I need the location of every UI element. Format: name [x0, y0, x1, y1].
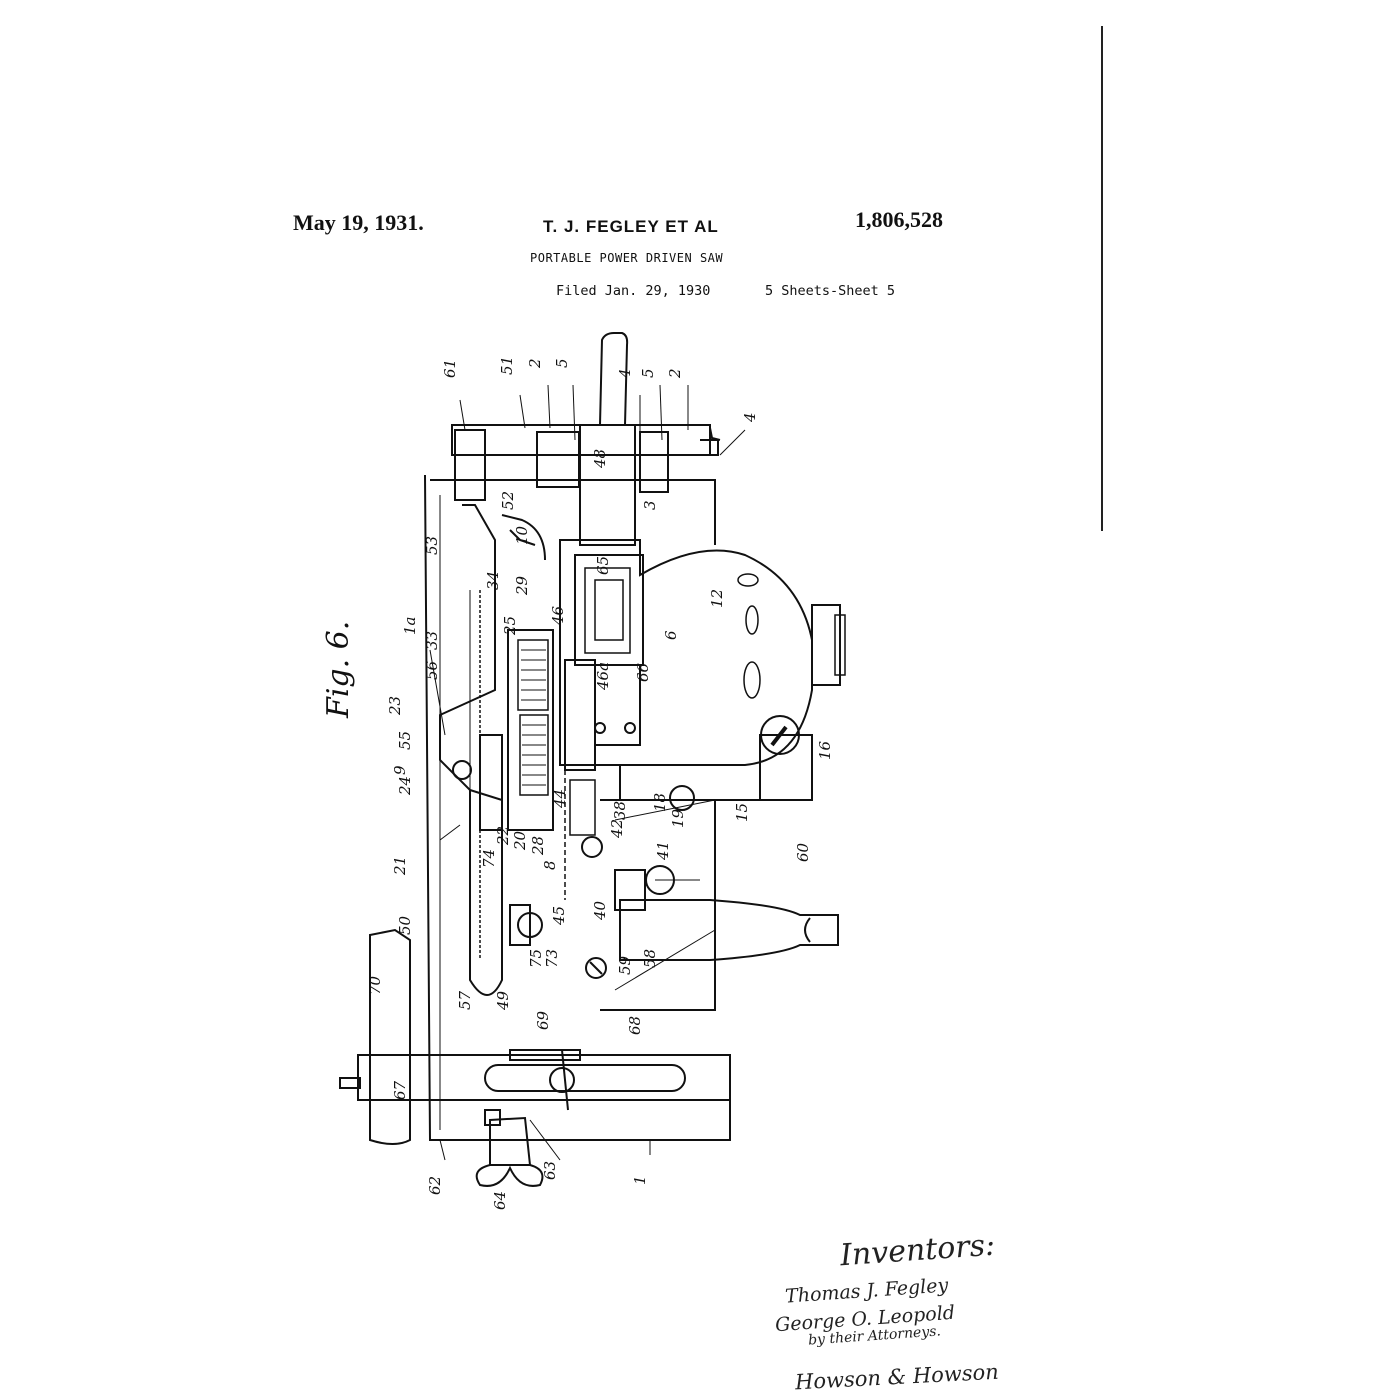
- ref-numeral: 63: [541, 1161, 559, 1180]
- ref-numeral: 16: [816, 740, 834, 760]
- figure-label: Fig. 6.: [321, 621, 356, 719]
- ref-numeral: 69: [534, 1010, 552, 1030]
- ref-numeral: 2: [666, 368, 684, 379]
- ref-numeral: 40: [591, 900, 609, 921]
- ref-numeral: 15: [733, 803, 751, 822]
- gear-box: [507, 629, 554, 831]
- ref-numeral: 8: [541, 860, 559, 870]
- ref-numeral: 38: [611, 801, 629, 820]
- blade-guard: [439, 504, 503, 996]
- ref-numeral: 64: [491, 1191, 509, 1210]
- ref-numeral: 44: [551, 789, 569, 809]
- ref-numeral: 41: [654, 841, 672, 861]
- ref-numeral: 73: [543, 949, 561, 968]
- power-cord: [599, 332, 629, 426]
- ref-numeral: 58: [641, 949, 659, 968]
- ref-numeral: 29: [513, 575, 531, 596]
- ref-numeral: 48: [591, 449, 609, 469]
- patent-date: May 19, 1931.: [293, 210, 424, 235]
- ref-numeral: 10: [513, 525, 531, 545]
- ref-numeral: 46a: [594, 662, 612, 691]
- ref-numeral: 74: [480, 849, 498, 868]
- ref-numeral: 4: [741, 412, 759, 423]
- ref-numeral: 25: [501, 616, 519, 636]
- filed-date: Filed Jan. 29, 1930: [556, 283, 711, 299]
- ref-numeral: 56: [423, 660, 441, 680]
- ref-numeral: 1a: [401, 617, 419, 636]
- ref-numeral: 6: [662, 630, 680, 640]
- front-handle: [619, 899, 839, 961]
- ref-numeral: 49: [494, 990, 512, 1011]
- ref-numeral: 62: [426, 1176, 444, 1195]
- ref-numeral: 12: [708, 589, 726, 608]
- ref-numeral: 33: [423, 631, 441, 650]
- ref-numeral: 42: [608, 819, 626, 839]
- ref-numeral: 70: [366, 975, 384, 995]
- ref-numeral: 60: [794, 842, 812, 862]
- ref-numeral: 1: [631, 1175, 649, 1185]
- ref-numeral: 9: [391, 765, 409, 775]
- ref-numeral: 5: [553, 358, 571, 368]
- patent-author: T. J. FEGLEY ET AL: [543, 217, 719, 236]
- ref-numeral: 65: [594, 556, 612, 575]
- ref-numeral: 46: [549, 605, 567, 626]
- ref-numeral: 75: [527, 949, 545, 968]
- motor-body: [559, 539, 813, 766]
- ref-numeral: 4: [616, 368, 634, 379]
- ref-numeral: 5: [639, 368, 657, 378]
- handle-block: [579, 424, 636, 546]
- rear-block: [369, 928, 411, 1145]
- knurled-knob: [759, 734, 813, 801]
- ref-numeral: 59: [616, 955, 634, 975]
- ref-numeral: 28: [529, 836, 547, 856]
- ref-numeral: 24: [396, 776, 414, 796]
- patent-title: PORTABLE POWER DRIVEN SAW: [530, 251, 724, 265]
- ref-numeral: 52: [499, 491, 517, 510]
- ref-numeral: 18: [651, 793, 669, 812]
- ref-numeral: 50: [396, 915, 414, 935]
- sheet-count: 5 Sheets-Sheet 5: [765, 283, 896, 299]
- ref-numeral: 61: [441, 359, 459, 378]
- ref-numeral: 3: [641, 500, 659, 510]
- ref-numeral: 67: [391, 1080, 409, 1100]
- ref-numeral: 19: [669, 808, 687, 828]
- ref-numeral: 2: [526, 358, 544, 369]
- guide-bar: [357, 1054, 731, 1101]
- ref-numeral: 66: [634, 662, 652, 682]
- patent-number: 1,806,528: [855, 207, 943, 232]
- ref-numeral: 57: [456, 990, 474, 1010]
- ref-numeral: 21: [391, 856, 409, 876]
- ref-numeral: 53: [423, 536, 441, 555]
- ref-numeral: 45: [550, 906, 568, 926]
- ref-numeral: 20: [511, 830, 529, 851]
- ref-numeral: 34: [484, 571, 502, 590]
- ref-numeral: 68: [626, 1016, 644, 1035]
- ref-numeral: 23: [386, 696, 404, 716]
- margin-rule: [1101, 26, 1103, 531]
- ref-numeral: 22: [494, 826, 512, 846]
- ref-numeral: 55: [396, 731, 414, 750]
- ref-numeral: 51: [498, 356, 516, 375]
